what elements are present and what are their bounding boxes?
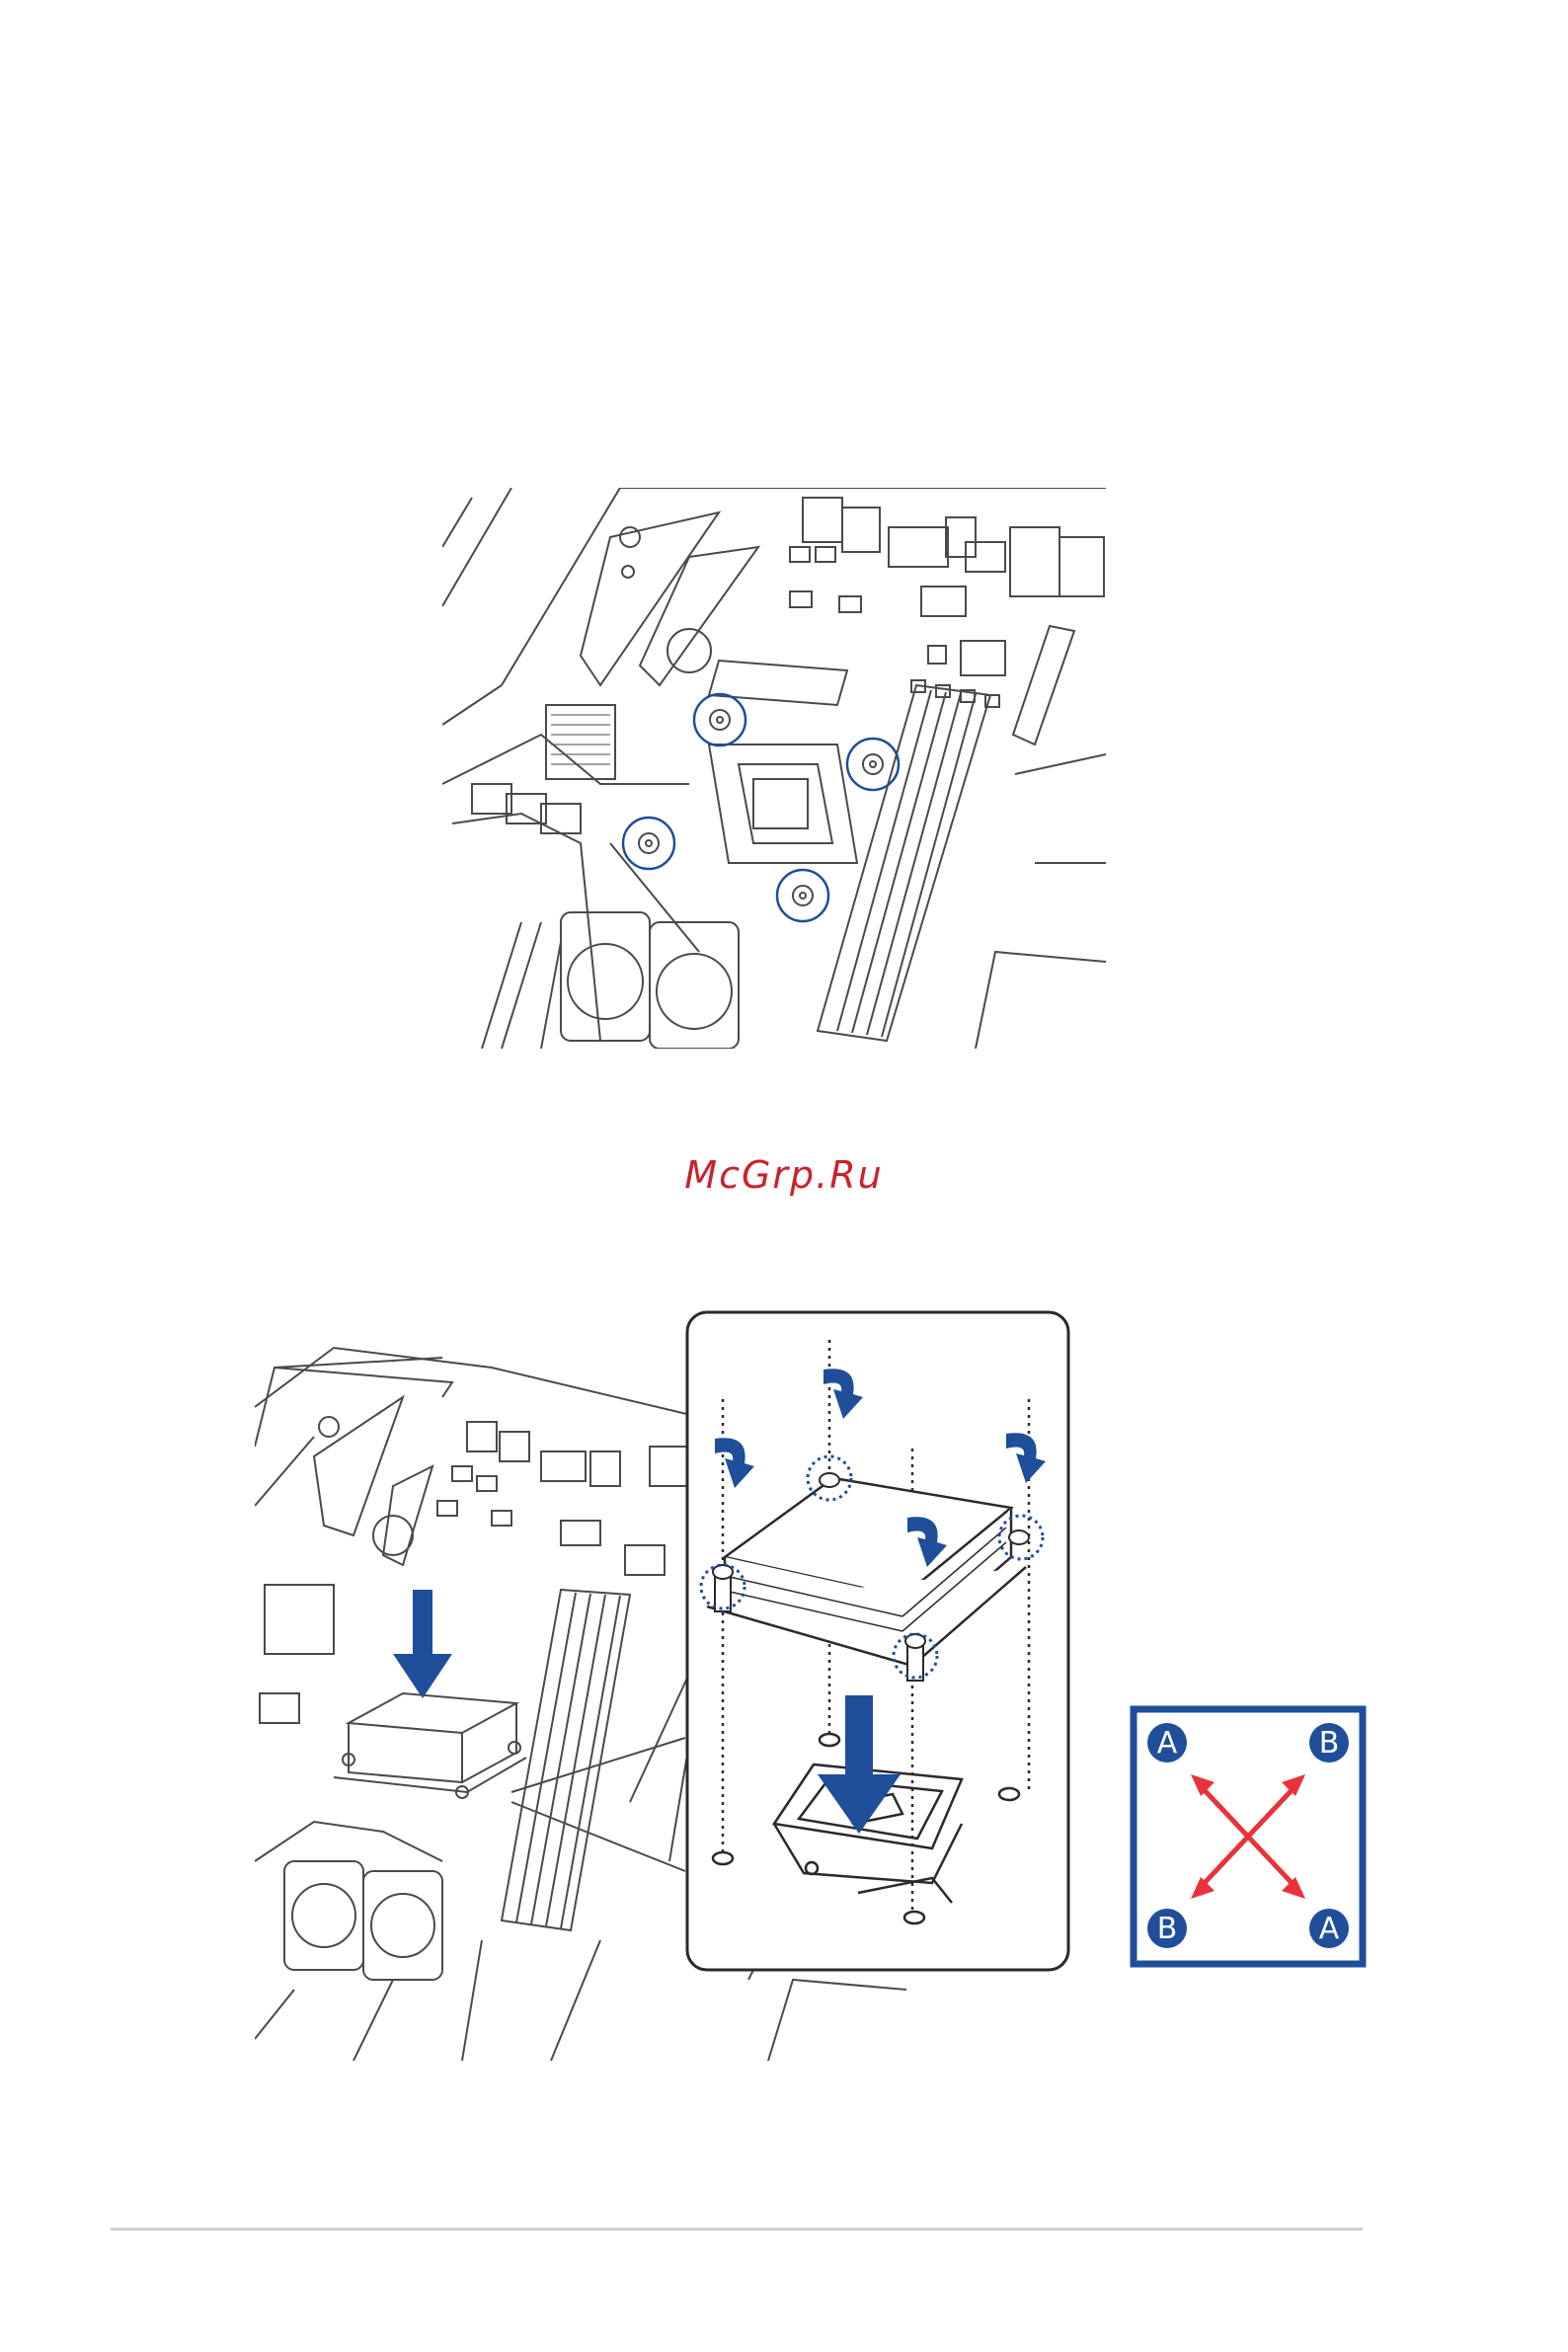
heatsink-zoom-callout bbox=[685, 1310, 1070, 1972]
tightening-order-diagram: A B B A bbox=[1130, 1705, 1367, 1968]
tightening-label-top-right: B bbox=[1309, 1723, 1349, 1763]
svg-text:B: B bbox=[1157, 1912, 1178, 1946]
tightening-label-bottom-right: A bbox=[1309, 1909, 1349, 1948]
footer-divider bbox=[111, 2228, 1363, 2231]
down-arrow-icon bbox=[393, 1590, 452, 1698]
tightening-label-top-left: A bbox=[1147, 1723, 1187, 1763]
tightening-label-bottom-left: B bbox=[1147, 1909, 1187, 1948]
svg-text:A: A bbox=[1157, 1726, 1178, 1761]
svg-text:B: B bbox=[1319, 1726, 1340, 1761]
watermark: McGrp.Ru bbox=[0, 1153, 1568, 1197]
svg-text:A: A bbox=[1319, 1912, 1340, 1946]
motherboard-screw-holes-figure bbox=[442, 488, 1106, 1049]
